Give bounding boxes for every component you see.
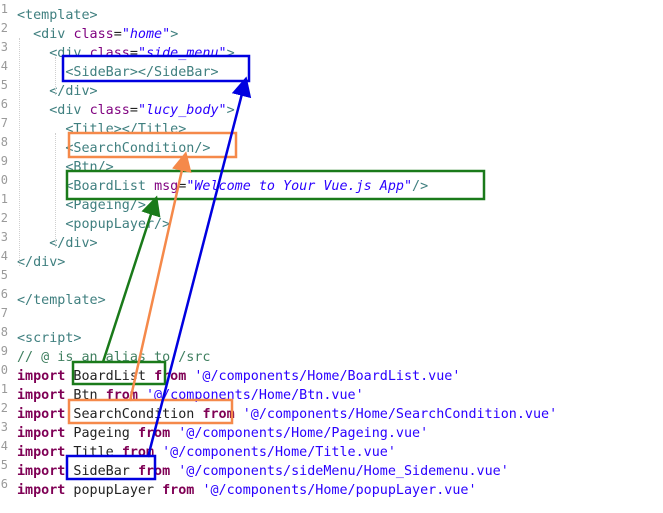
code-token: msg xyxy=(154,179,179,194)
line-number: 8 xyxy=(0,135,8,149)
code-text: import popupLayer from '@/components/Hom… xyxy=(17,481,477,500)
code-token: '@/components/Home/popupLayer.vue' xyxy=(202,483,477,498)
code-line[interactable]: 24import Title from '@/components/Home/T… xyxy=(0,437,396,460)
code-token: '@/components/Home/SearchCondition.vue' xyxy=(242,407,558,422)
code-text: <script> xyxy=(17,329,82,348)
code-token: import xyxy=(17,407,66,422)
code-text: </template> xyxy=(17,291,106,310)
code-token: = xyxy=(129,46,138,61)
code-text: </div> xyxy=(17,234,98,253)
code-token: <div xyxy=(49,103,90,118)
line-number: 22 xyxy=(0,401,8,415)
code-token: /> xyxy=(412,179,429,194)
line-number: 2 xyxy=(0,21,8,35)
code-token: > xyxy=(226,46,235,61)
code-line[interactable]: 19// @ is an alias to /src xyxy=(0,342,210,365)
code-token: class xyxy=(73,27,114,42)
code-token: class xyxy=(89,103,130,118)
code-line[interactable]: 25import SideBar from '@/components/side… xyxy=(0,456,509,479)
code-text: <div class="home"> xyxy=(17,25,178,44)
code-token: "Welcome to Your Vue.js App" xyxy=(186,179,413,194)
line-number: 23 xyxy=(0,420,8,434)
code-line[interactable]: 9 <Btn/> xyxy=(0,152,114,175)
code-token: <div xyxy=(33,27,74,42)
code-text: <template> xyxy=(17,6,98,25)
line-number: 5 xyxy=(0,78,8,92)
code-line[interactable]: 21import Btn from '@/components/Home/Btn… xyxy=(0,380,364,403)
line-number: 7 xyxy=(0,116,8,130)
line-number: 11 xyxy=(0,192,8,206)
code-token: import xyxy=(17,426,66,441)
line-number: 18 xyxy=(0,325,8,339)
code-line[interactable]: 16 </template> xyxy=(0,285,106,308)
code-line[interactable]: 5 </div> xyxy=(0,76,98,99)
code-token: > xyxy=(226,103,235,118)
code-token: </div> xyxy=(17,255,66,270)
code-token: </template> xyxy=(17,293,106,308)
code-line[interactable]: 13 </div> xyxy=(0,228,98,251)
code-token: '@/components/sideMenu/Home_Sidemenu.vue… xyxy=(178,464,509,479)
line-number: 25 xyxy=(0,458,8,472)
line-number: 19 xyxy=(0,344,8,358)
line-number: 6 xyxy=(0,97,8,111)
code-token: "home" xyxy=(121,27,171,42)
code-line[interactable]: 15 xyxy=(0,266,17,285)
code-line[interactable]: 7 <Title></Title> xyxy=(0,114,187,137)
code-token: </div> xyxy=(49,236,98,251)
code-token: import xyxy=(17,464,66,479)
code-token: import xyxy=(17,369,66,384)
line-number: 14 xyxy=(0,249,8,263)
code-token: <script> xyxy=(17,331,82,346)
code-text: </div> xyxy=(17,82,98,101)
code-line[interactable]: 10 <BoardList msg="Welcome to Your Vue.j… xyxy=(0,171,428,194)
line-number: 9 xyxy=(0,154,8,168)
code-line[interactable]: 23import Pageing from '@/components/Home… xyxy=(0,418,428,441)
indent-guide xyxy=(19,38,20,266)
code-line[interactable]: 14 </div> xyxy=(0,247,65,270)
code-token: Pageing xyxy=(65,426,138,441)
code-line[interactable]: 17 xyxy=(0,304,17,323)
line-number: 1 xyxy=(0,2,8,16)
code-line[interactable]: 20import BoardList from '@/components/Ho… xyxy=(0,361,460,384)
code-line[interactable]: 11 <Pageing/> xyxy=(0,190,146,213)
code-token: > xyxy=(170,27,179,42)
code-line[interactable]: 2 <div class="home"> xyxy=(0,19,178,42)
code-token: '@/components/Home/BoardList.vue' xyxy=(194,369,461,384)
line-number: 24 xyxy=(0,439,8,453)
code-line[interactable]: 18 <script> xyxy=(0,323,82,346)
code-token: import xyxy=(17,388,66,403)
indent-guide xyxy=(55,57,56,95)
code-token: popupLayer xyxy=(65,483,163,498)
code-line[interactable]: 3 <div class="side_menu"> xyxy=(0,38,235,61)
line-number: 12 xyxy=(0,211,8,225)
code-line[interactable]: 26 import popupLayer from '@/components/H… xyxy=(0,475,477,498)
code-token: = xyxy=(113,27,122,42)
code-line[interactable]: 22import SearchCondition from '@/compone… xyxy=(0,399,557,422)
line-number: 4 xyxy=(0,59,8,73)
line-number: 17 xyxy=(0,306,8,320)
line-number: 13 xyxy=(0,230,8,244)
code-text: </div> xyxy=(17,253,65,272)
code-line[interactable]: 6 <div class="lucy_body"> xyxy=(0,95,235,118)
line-number-gutter xyxy=(0,0,8,513)
code-token: = xyxy=(129,103,138,118)
code-token: import xyxy=(17,483,66,498)
code-token: </div> xyxy=(49,84,98,99)
code-token: from xyxy=(162,483,195,498)
line-number: 20 xyxy=(0,363,8,377)
indent-guide xyxy=(55,133,56,247)
line-number: 16 xyxy=(0,287,8,301)
code-line[interactable]: 4 <SideBar></SideBar> xyxy=(0,57,219,80)
line-number: 26 xyxy=(0,477,8,491)
line-number: 10 xyxy=(0,173,8,187)
code-line[interactable]: 8 <SearchCondition/> xyxy=(0,133,211,156)
code-line[interactable]: 12 <popupLayer/> xyxy=(0,209,170,232)
code-token: import xyxy=(17,445,66,460)
code-line[interactable]: 1 <template> xyxy=(0,0,98,23)
code-token: <template> xyxy=(17,8,98,23)
line-number: 21 xyxy=(0,382,8,396)
line-number: 3 xyxy=(0,40,8,54)
line-number: 15 xyxy=(0,268,8,282)
